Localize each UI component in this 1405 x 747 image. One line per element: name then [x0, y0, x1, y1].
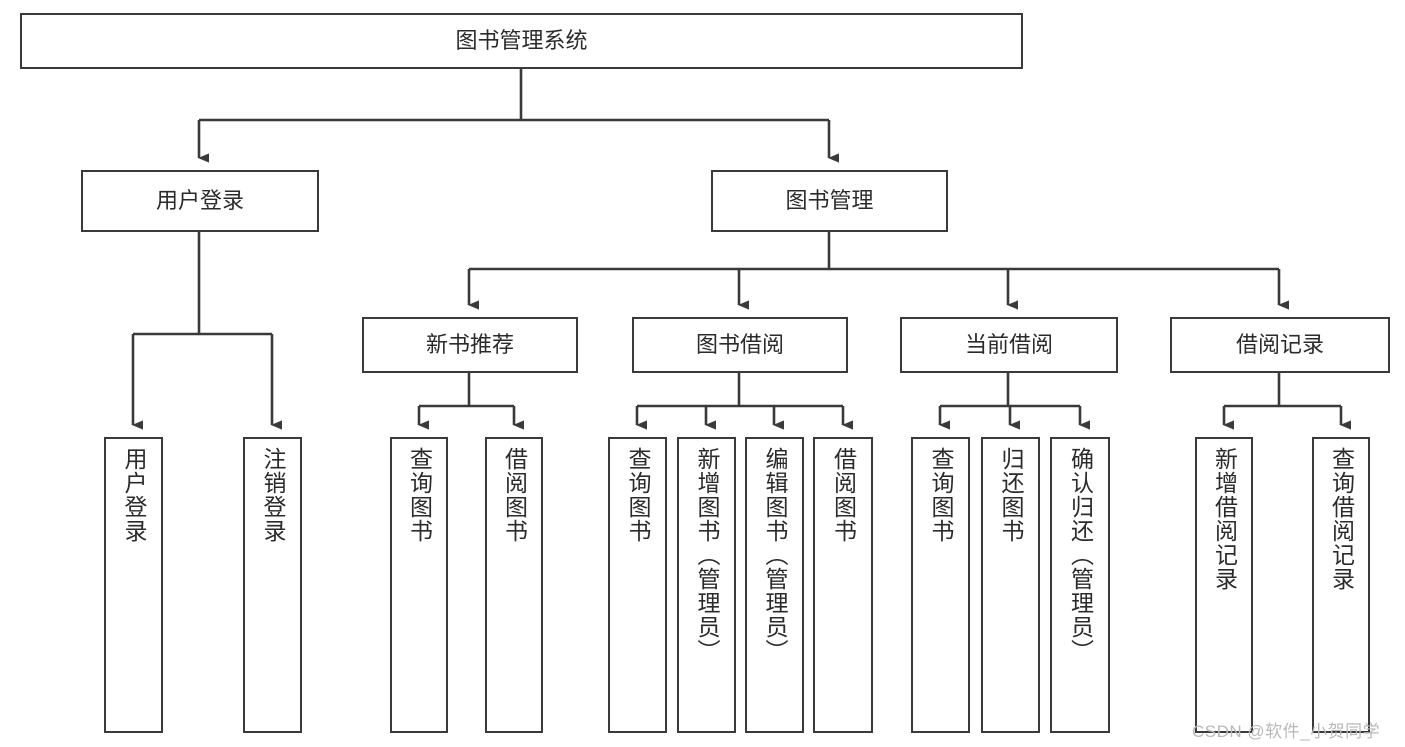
node-current-borrow-label: 当前借阅 [964, 331, 1053, 357]
edge-group-current [938, 373, 1090, 430]
leaf-query-borrow-record-label: 查询借阅记录 [1328, 447, 1355, 591]
leaf-new-borrow-book[interactable]: 借阅图书 [485, 437, 543, 733]
leaf-add-book-admin-label: 新增图书（管理员） [694, 447, 720, 663]
leaf-current-query-book-label: 查询图书 [928, 447, 954, 543]
leaf-return-book-label: 归还图书 [998, 447, 1024, 543]
edge-group-newbook [417, 373, 524, 430]
node-book-management[interactable]: 图书管理 [711, 170, 948, 232]
leaf-borrow-query-book-label: 查询图书 [625, 447, 651, 543]
leaf-borrow-query-book[interactable]: 查询图书 [608, 437, 667, 733]
edge-group-login [131, 232, 282, 430]
node-borrow-records-label: 借阅记录 [1235, 331, 1324, 357]
leaf-add-borrow-record-label: 新增借阅记录 [1211, 447, 1238, 591]
leaf-edit-book-admin[interactable]: 编辑图书（管理员） [745, 437, 804, 733]
node-book-management-label: 图书管理 [785, 187, 874, 213]
node-root-label: 图书管理系统 [455, 27, 588, 53]
node-user-login-label: 用户登录 [155, 187, 244, 213]
csdn-watermark: CSDN @软件_小贺同学 [1192, 722, 1381, 741]
node-user-login[interactable]: 用户登录 [81, 170, 319, 232]
leaf-new-query-book[interactable]: 查询图书 [390, 437, 448, 733]
leaf-add-book-admin[interactable]: 新增图书（管理员） [677, 437, 736, 733]
leaf-borrow-book-label: 借阅图书 [830, 447, 857, 543]
leaf-edit-book-admin-label: 编辑图书（管理员） [762, 447, 788, 663]
leaf-logout[interactable]: 注销登录 [243, 437, 302, 733]
leaf-query-borrow-record[interactable]: 查询借阅记录 [1312, 437, 1370, 733]
edge-group-records [1222, 373, 1351, 430]
leaf-current-query-book[interactable]: 查询图书 [911, 437, 970, 733]
leaf-user-login[interactable]: 用户登录 [104, 437, 163, 733]
leaf-add-borrow-record[interactable]: 新增借阅记录 [1195, 437, 1253, 733]
leaf-new-borrow-book-label: 借阅图书 [501, 447, 528, 543]
leaf-borrow-book[interactable]: 借阅图书 [813, 437, 873, 733]
node-book-borrow-label: 图书借阅 [695, 331, 784, 357]
leaf-new-query-book-label: 查询图书 [406, 447, 433, 543]
leaf-return-book[interactable]: 归还图书 [981, 437, 1040, 733]
edge-group-borrow [635, 373, 853, 430]
node-root[interactable]: 图书管理系统 [20, 13, 1023, 69]
leaf-confirm-return-admin-label: 确认归还（管理员） [1067, 447, 1094, 663]
node-new-book-recommend[interactable]: 新书推荐 [362, 317, 578, 373]
leaf-confirm-return-admin[interactable]: 确认归还（管理员） [1050, 437, 1110, 733]
leaf-user-login-label: 用户登录 [121, 447, 147, 543]
edge-group-root [197, 69, 839, 163]
edge-group-bookmgmt [467, 232, 1289, 310]
leaf-logout-label: 注销登录 [260, 447, 286, 543]
node-book-borrow[interactable]: 图书借阅 [632, 317, 848, 373]
node-borrow-records[interactable]: 借阅记录 [1170, 317, 1390, 373]
node-new-book-recommend-label: 新书推荐 [425, 331, 514, 357]
node-current-borrow[interactable]: 当前借阅 [900, 317, 1118, 373]
